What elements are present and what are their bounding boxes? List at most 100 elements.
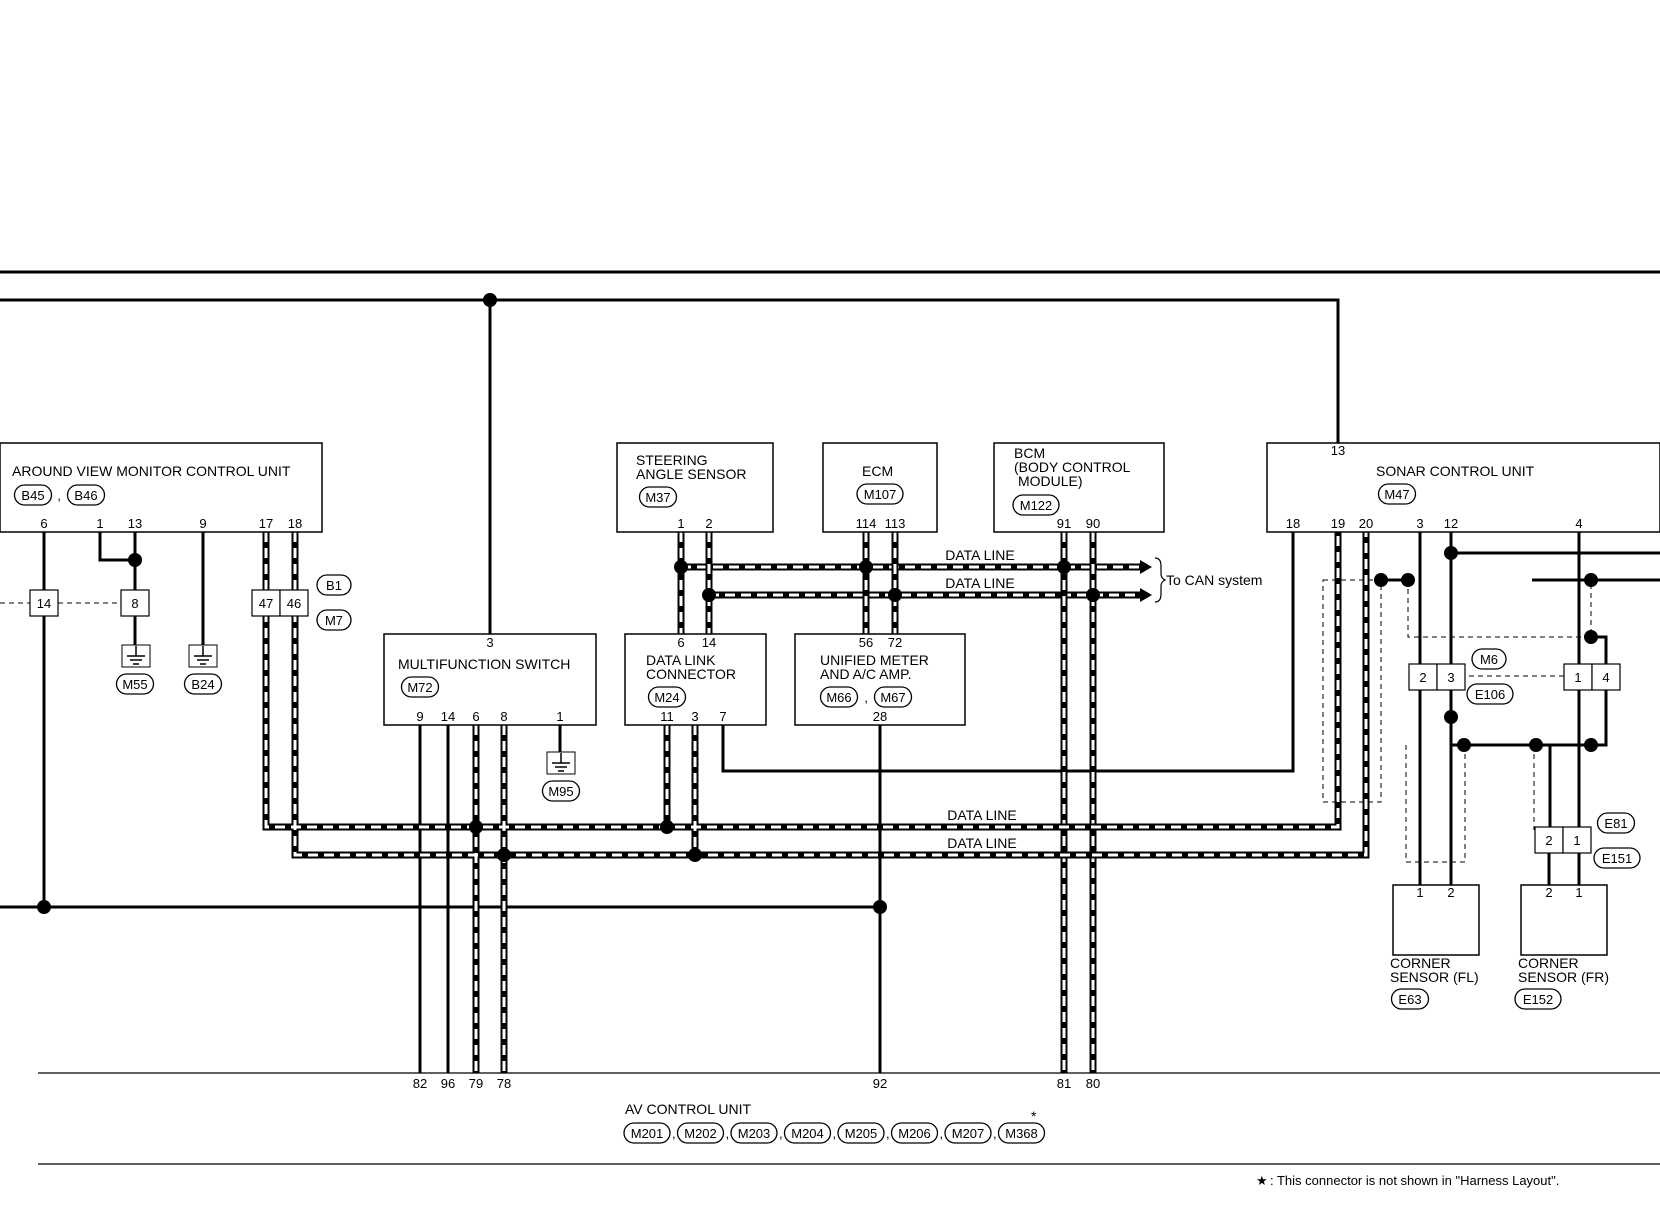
to-can-label: To CAN system	[1166, 572, 1262, 588]
svg-text:M201: M201	[631, 1126, 664, 1141]
separator-comma: ,	[725, 1126, 729, 1141]
bcm-name-2: (BODY CONTROL	[1014, 459, 1131, 475]
steering-name-1: STEERING	[636, 452, 708, 468]
sonar-name: SONAR CONTROL UNIT	[1376, 463, 1535, 479]
data-line-label-3: DATA LINE	[947, 807, 1017, 823]
separator-comma: ,	[886, 1126, 890, 1141]
svg-text:E152: E152	[1523, 992, 1553, 1007]
av-connector-3: M203	[730, 1122, 778, 1144]
steering-connector: M37	[638, 486, 678, 508]
svg-text:90: 90	[1086, 516, 1100, 531]
svg-text:8: 8	[131, 596, 138, 611]
svg-text:3: 3	[1447, 670, 1454, 685]
svg-text:17: 17	[259, 516, 273, 531]
svg-text:13: 13	[128, 516, 142, 531]
ground-m55: M55	[115, 673, 155, 695]
separator-comma: ,	[672, 1126, 676, 1141]
avm-box	[0, 442, 323, 533]
svg-text:M66: M66	[826, 690, 851, 705]
svg-text:91: 91	[1057, 516, 1071, 531]
av-connector-5: M205	[837, 1122, 885, 1144]
svg-text:2: 2	[705, 516, 712, 531]
avm-connector-2: B46	[66, 484, 106, 506]
data-line-label-1: DATA LINE	[945, 547, 1015, 563]
svg-text:M204: M204	[791, 1126, 824, 1141]
avm-connector-1: B45	[13, 484, 53, 506]
svg-text:E151: E151	[1602, 851, 1632, 866]
svg-text:4: 4	[1575, 516, 1582, 531]
ecm-connector: M107	[856, 483, 904, 505]
svg-text:1: 1	[1416, 885, 1423, 900]
data-line-label-2: DATA LINE	[945, 575, 1015, 591]
svg-text:M203: M203	[738, 1126, 771, 1141]
svg-text:13: 13	[1331, 443, 1345, 458]
svg-text:14: 14	[702, 635, 716, 650]
svg-text:E81: E81	[1604, 816, 1627, 831]
svg-text:3: 3	[1416, 516, 1423, 531]
svg-text:M37: M37	[645, 490, 670, 505]
corner-fr-name-2: SENSOR (FR)	[1518, 969, 1609, 985]
dlc-name-1: DATA LINK	[646, 652, 716, 668]
svg-text:B24: B24	[191, 677, 214, 692]
m7-connector: M7	[316, 609, 352, 631]
corner-fr-connector: E152	[1514, 988, 1562, 1010]
bcm-connector: M122	[1012, 494, 1060, 516]
data-line-labels: DATA LINE DATA LINE DATA LINE DATA LINE	[945, 547, 1017, 851]
bcm-name-3: MODULE)	[1018, 473, 1083, 489]
corner-fl-connector: E63	[1390, 988, 1430, 1010]
svg-text:81: 81	[1057, 1076, 1071, 1091]
svg-text:92: 92	[873, 1076, 887, 1091]
bcm-name-1: BCM	[1014, 445, 1045, 461]
svg-text:11: 11	[660, 709, 674, 724]
svg-text:7: 7	[719, 709, 726, 724]
splice-dots	[37, 293, 1598, 914]
e151-connector: E151	[1593, 847, 1641, 869]
multifunction-connector: M72	[400, 676, 440, 698]
data-line-label-4: DATA LINE	[947, 835, 1017, 851]
svg-text:2: 2	[1545, 833, 1552, 848]
svg-text:B46: B46	[74, 488, 97, 503]
svg-text:18: 18	[1286, 516, 1300, 531]
svg-text:M202: M202	[684, 1126, 717, 1141]
ecm-name: ECM	[862, 463, 893, 479]
meter-name-1: UNIFIED METER	[820, 652, 929, 668]
m6-connector: M6	[1471, 648, 1507, 670]
footnote-star: ★	[1256, 1173, 1268, 1188]
svg-text:56: 56	[859, 635, 873, 650]
svg-text:E63: E63	[1398, 992, 1421, 1007]
svg-text:6: 6	[677, 635, 684, 650]
svg-text:114: 114	[856, 516, 877, 531]
svg-text:M205: M205	[845, 1126, 878, 1141]
dlc-connector: M24	[647, 686, 687, 708]
svg-text:6: 6	[472, 709, 479, 724]
svg-text:9: 9	[416, 709, 423, 724]
svg-text:14: 14	[37, 596, 51, 611]
dlc-name-2: CONNECTOR	[646, 666, 736, 682]
svg-text:82: 82	[413, 1076, 427, 1091]
separator-comma: ,	[57, 488, 61, 503]
svg-text:B1: B1	[326, 578, 342, 593]
av-connector-8: M368	[997, 1122, 1046, 1144]
svg-text:78: 78	[497, 1076, 511, 1091]
svg-text:M207: M207	[952, 1126, 985, 1141]
frame-lines	[0, 270, 1660, 1165]
dlc-box	[624, 633, 767, 726]
svg-text:12: 12	[1444, 516, 1458, 531]
separator-comma: ,	[993, 1126, 997, 1141]
ground-b24: B24	[183, 673, 223, 695]
svg-text:M67: M67	[880, 690, 905, 705]
sonar-connector: M47	[1377, 483, 1417, 505]
meter-box	[794, 633, 966, 726]
av-connector-4: M204	[783, 1122, 832, 1144]
av-connector-6: M206	[890, 1122, 939, 1144]
steering-name-2: ANGLE SENSOR	[636, 466, 746, 482]
corner-fl-name-2: SENSOR (FL)	[1390, 969, 1479, 985]
b1-connector: B1	[316, 574, 352, 596]
av-star: *	[1031, 1108, 1037, 1124]
svg-text:6: 6	[40, 516, 47, 531]
svg-text:E106: E106	[1475, 687, 1505, 702]
ground-symbols	[121, 644, 576, 775]
separator-comma: ,	[779, 1126, 783, 1141]
svg-text:M95: M95	[548, 784, 573, 799]
